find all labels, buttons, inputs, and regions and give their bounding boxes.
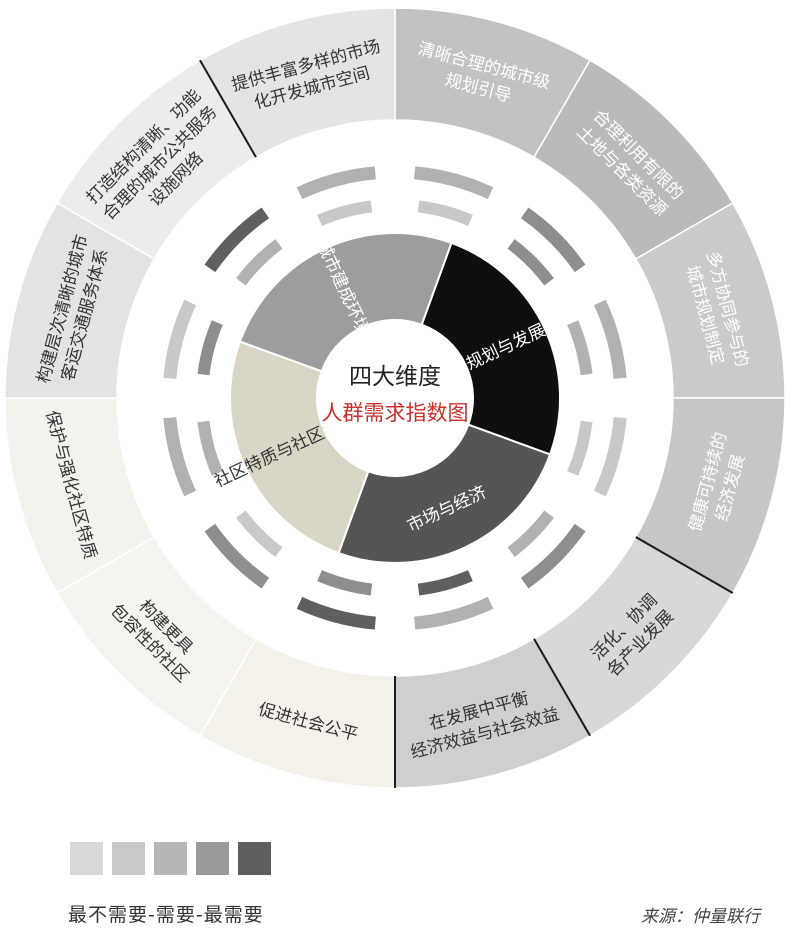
legend-swatch-5 [238,842,271,875]
dimension-segment [420,241,561,456]
indicator-bar [414,166,494,200]
legend-swatch-1 [70,842,103,875]
indicator-bar [163,299,197,379]
legend-swatch-3 [154,842,187,875]
source-credit: 来源：仲量联行 [641,907,760,927]
segment-divider [533,638,591,737]
center-title: 四大维度 [349,364,441,390]
indicator-bar [197,320,223,376]
segment-divider [635,536,734,594]
indicator-bar [520,207,586,273]
indicator-bar [204,207,270,273]
indicator-bar [236,510,283,557]
indicator-bar [317,200,373,226]
indicator-bar [567,420,593,476]
indicator-bar [317,570,373,596]
indicator-bar [204,523,270,589]
indicator-bar [593,417,627,497]
indicator-bars [163,166,627,630]
indicator-bar [197,420,223,476]
legend-swatch-2 [112,842,145,875]
center-circle [317,320,473,476]
indicator-bar [520,523,586,589]
radial-diagram: 清晰合理的城市级规划引导合理利用有限的土地与各类资源多方协同参与的城市规划制定健… [4,7,786,789]
indicator-bar [296,166,376,200]
legend [70,842,271,875]
indicator-bar [417,570,473,596]
legend-swatch-4 [196,842,229,875]
segment-divider [199,59,257,158]
dimension-segment [337,423,552,564]
center-subtitle: 人群需求指数图 [322,401,469,425]
indicator-bar [593,299,627,379]
indicator-bar [417,200,473,226]
dimension-segment [229,340,370,555]
indicator-bar [567,320,593,376]
indicator-bar [414,596,494,630]
dimension-segment [238,232,453,373]
indicator-bar [163,417,197,497]
legend-label: 最不需要-需要-最需要 [68,904,264,926]
indicator-bar [507,239,554,286]
indicator-bar [236,239,283,286]
indicator-bar [296,596,376,630]
indicator-bar [507,510,554,557]
